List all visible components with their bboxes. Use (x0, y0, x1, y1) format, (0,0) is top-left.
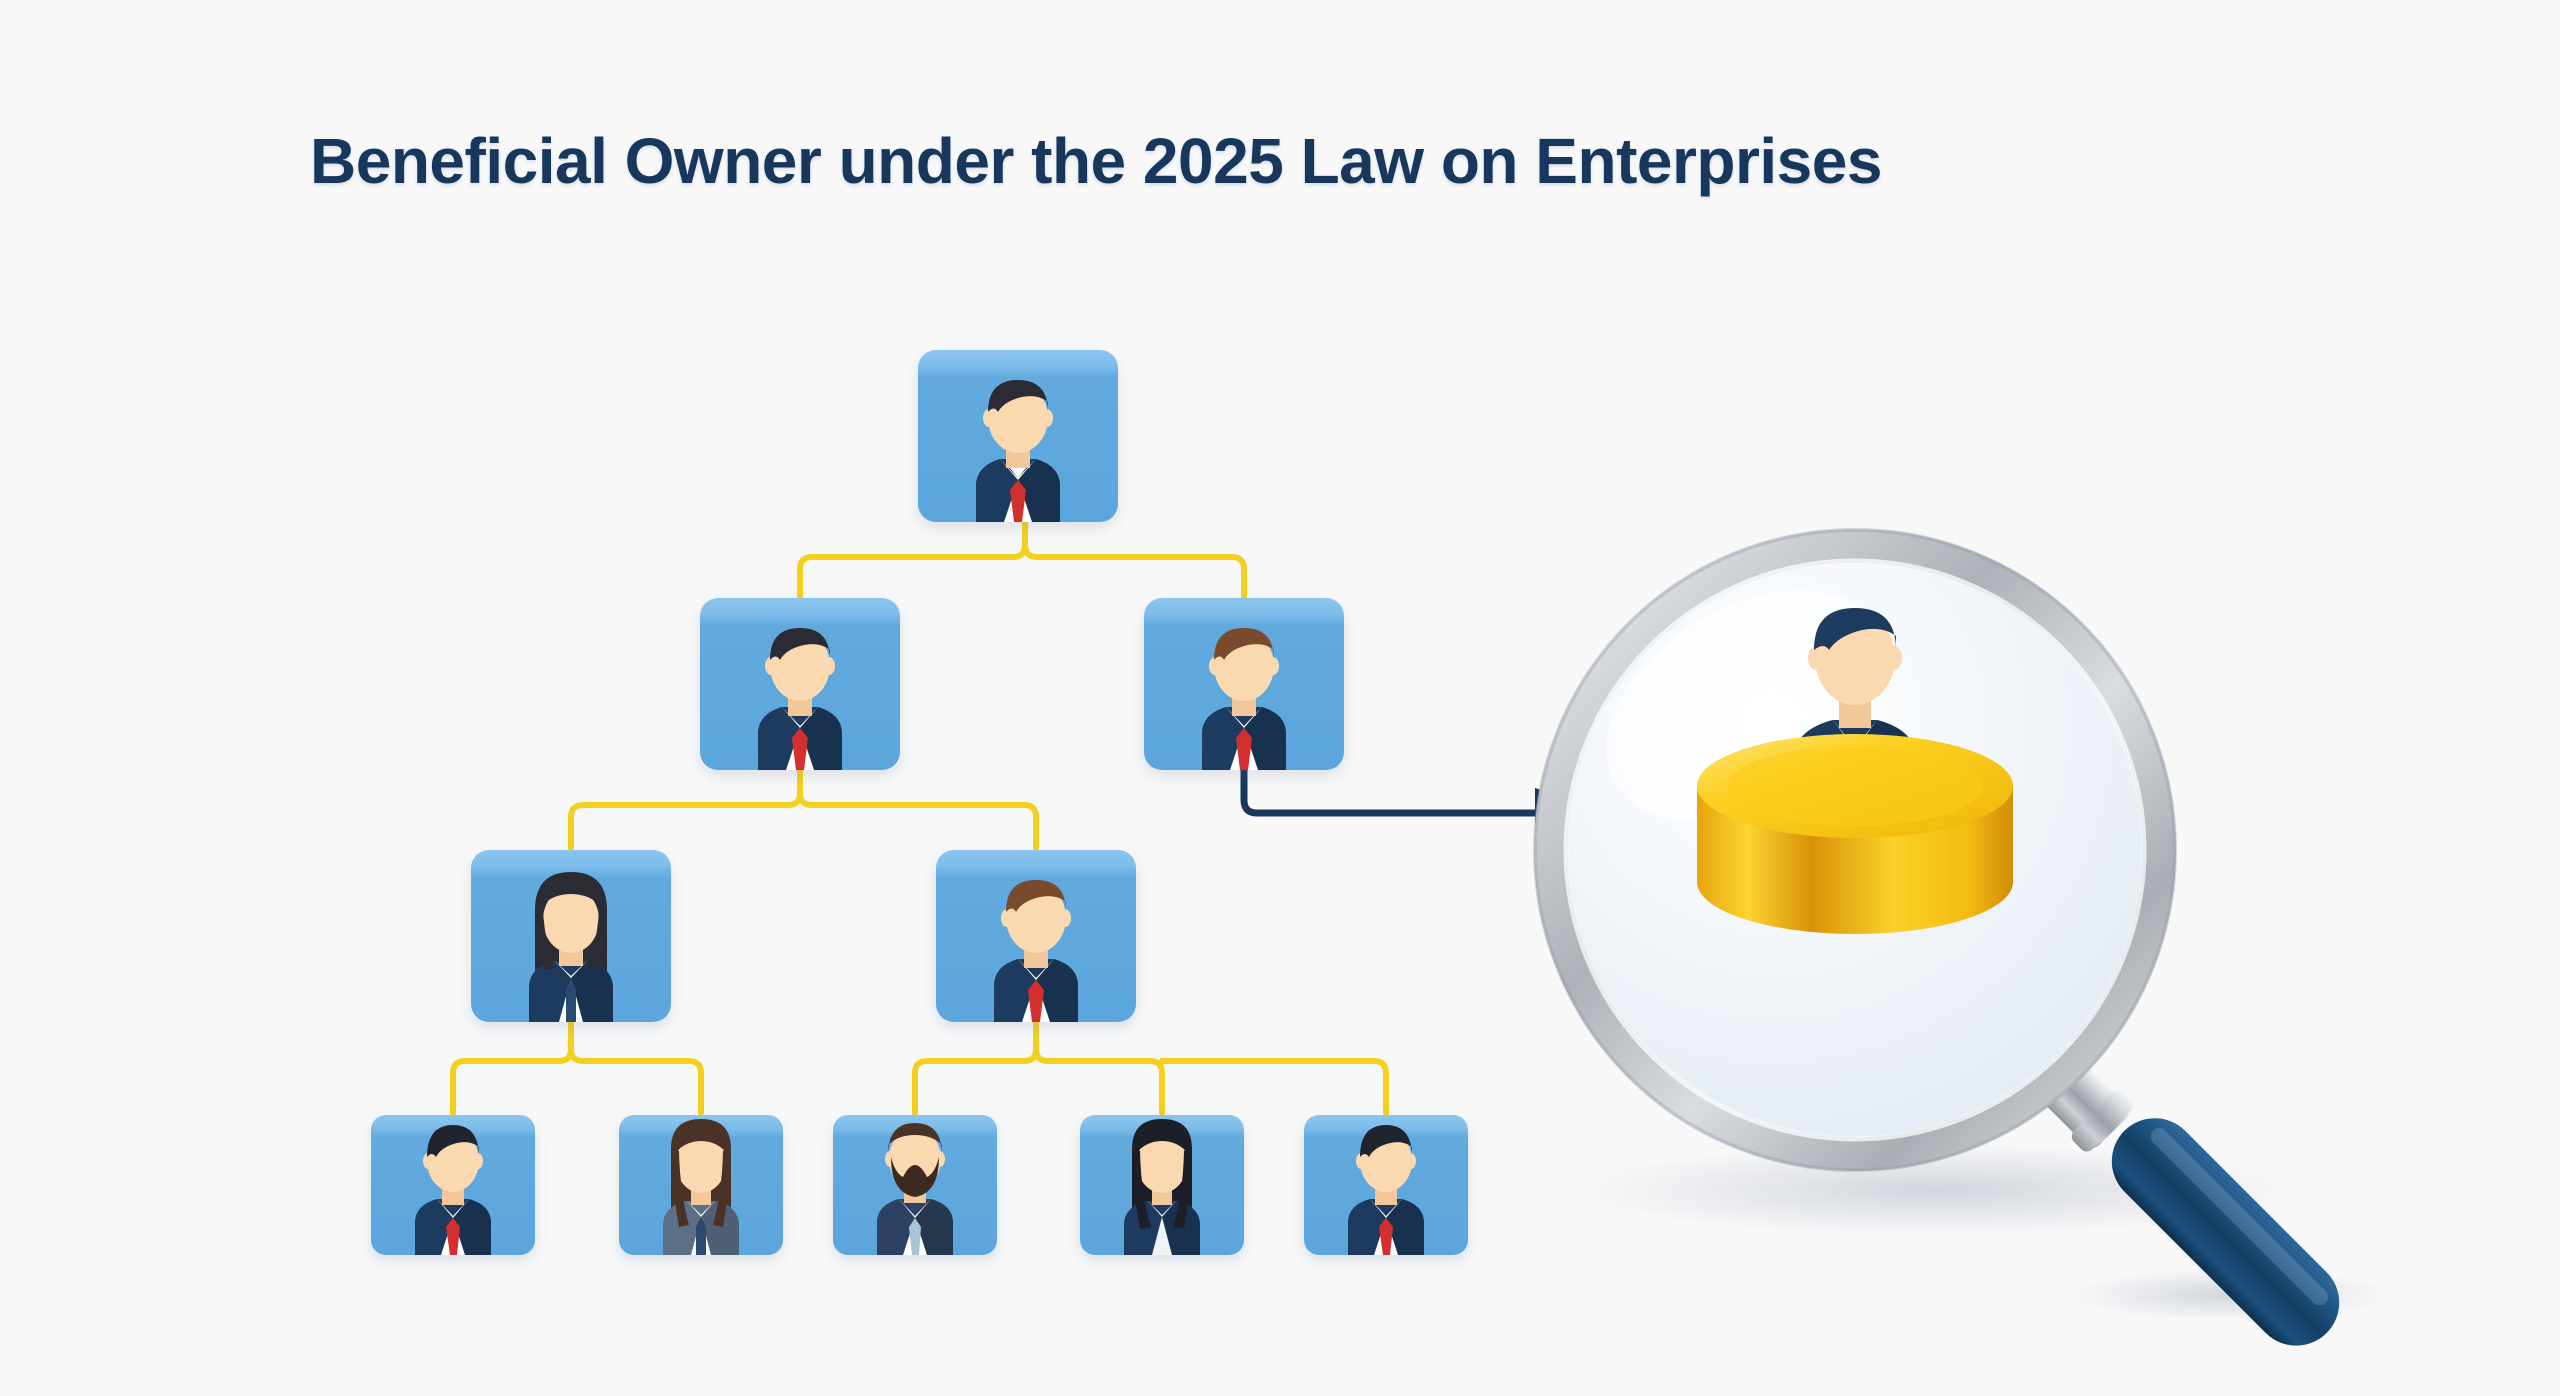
person-card-icon[interactable] (1080, 1115, 1244, 1255)
lens-inner-edge (1563, 558, 2147, 1142)
avatar (936, 850, 1136, 1022)
arrow-right-icon (1240, 766, 1598, 839)
gold-coins-icon (1697, 608, 2013, 934)
avatar (1080, 1115, 1244, 1255)
person-card-icon[interactable] (700, 598, 900, 770)
avatar (371, 1115, 535, 1255)
person-card-icon[interactable] (1304, 1115, 1468, 1255)
person-card-icon[interactable] (1144, 598, 1344, 770)
person-card-icon[interactable] (371, 1115, 535, 1255)
avatar (619, 1115, 783, 1255)
lens-outer-edge (1533, 528, 2177, 1172)
avatar (918, 350, 1118, 522)
avatar (471, 850, 671, 1022)
person-card-icon[interactable] (918, 350, 1118, 522)
avatar (1144, 598, 1344, 770)
page-title: Beneficial Owner under the 2025 Law on E… (310, 125, 1882, 197)
person-card-icon[interactable] (833, 1115, 997, 1255)
avatar (833, 1115, 997, 1255)
avatar (1304, 1115, 1468, 1255)
avatar (700, 598, 900, 770)
person-card-icon[interactable] (471, 850, 671, 1022)
person-card-icon[interactable] (936, 850, 1136, 1022)
lens-rim (1534, 529, 2176, 1171)
person-card-icon[interactable] (619, 1115, 783, 1255)
magnifier-icon[interactable] (1415, 500, 2415, 1346)
connector-group-yellow (450, 516, 1389, 1116)
